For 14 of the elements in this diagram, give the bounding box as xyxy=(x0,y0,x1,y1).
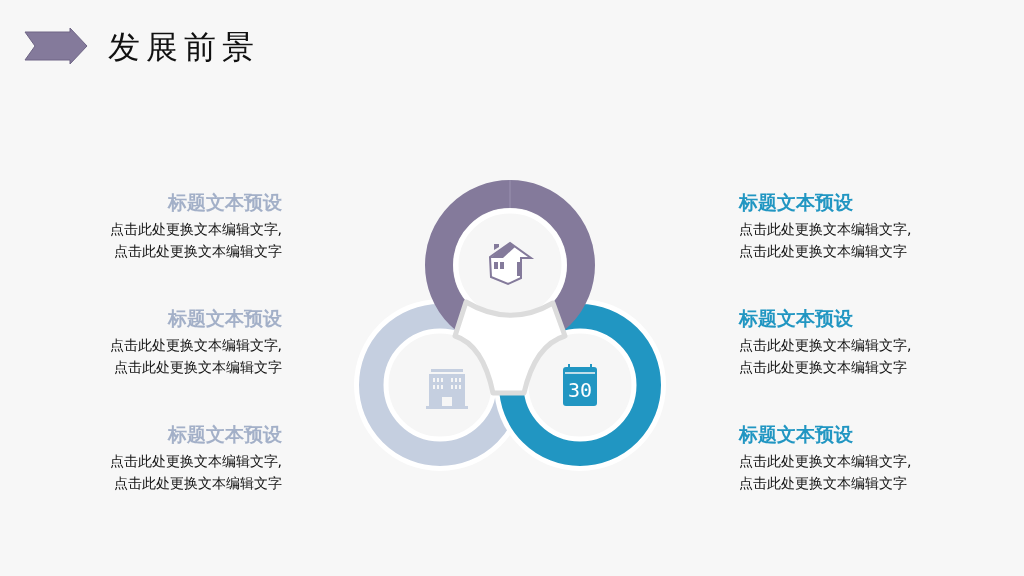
heading-text: 标题文本预设 xyxy=(168,190,282,214)
heading-text: 标题文本预设 xyxy=(739,306,853,330)
heading-text: 标题文本预设 xyxy=(739,422,853,446)
body-text: 点击此处更换文本编辑文字,点击此处更换文本编辑文字 xyxy=(739,452,913,493)
title: 发展前景 xyxy=(108,27,260,67)
body-text: 点击此处更换文本编辑文字,点击此处更换文本编辑文字 xyxy=(739,220,913,261)
calendar-number: 30 xyxy=(566,378,594,402)
body-text: 点击此处更换文本编辑文字,点击此处更换文本编辑文字 xyxy=(108,336,282,377)
body-text: 点击此处更换文本编辑文字,点击此处更换文本编辑文字 xyxy=(108,220,282,261)
heading-text: 标题文本预设 xyxy=(168,422,282,446)
heading-text: 标题文本预设 xyxy=(739,190,853,214)
body-text: 点击此处更换文本编辑文字,点击此处更换文本编辑文字 xyxy=(108,452,282,493)
heading-text: 标题文本预设 xyxy=(168,306,282,330)
body-text: 点击此处更换文本编辑文字,点击此处更换文本编辑文字 xyxy=(739,336,913,377)
